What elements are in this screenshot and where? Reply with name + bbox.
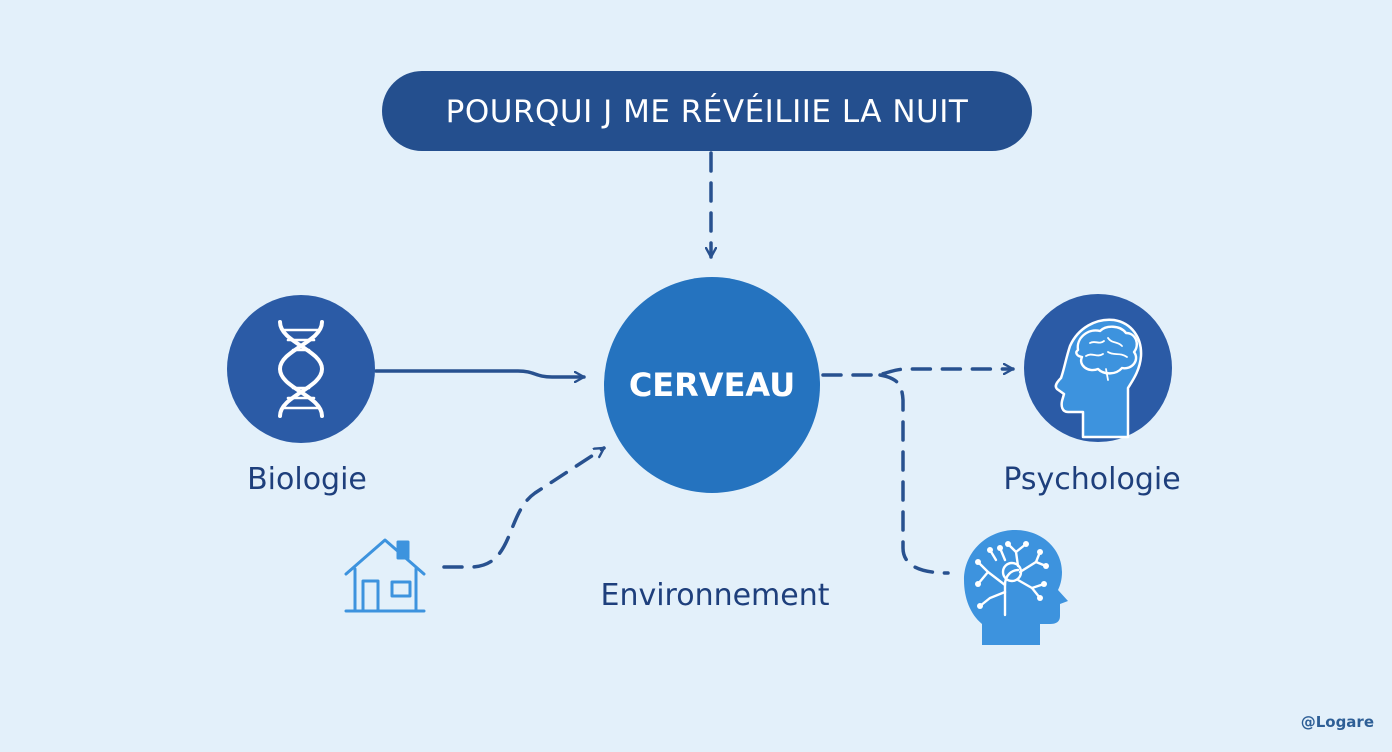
title-text: POURQUI J ME RÉVÉILIIE LA NUIT bbox=[446, 94, 969, 130]
environment-label: Environnement bbox=[600, 578, 829, 613]
neural-tree-head-icon bbox=[964, 530, 1068, 645]
psychology-node: Psychologie bbox=[1003, 294, 1181, 497]
watermark: @Logare bbox=[1301, 713, 1374, 731]
title-banner: POURQUI J ME RÉVÉILIIE LA NUIT bbox=[382, 71, 1032, 151]
connector-brain-to-neural-head bbox=[878, 373, 950, 575]
brain-circle bbox=[604, 277, 820, 493]
neural-head-silhouette bbox=[964, 530, 1068, 645]
connector-environment-to-brain bbox=[442, 446, 606, 569]
connector-biology-to-brain bbox=[374, 369, 586, 377]
title-pill bbox=[382, 71, 1032, 151]
dna-icon bbox=[277, 320, 325, 418]
biology-node: Biologie bbox=[227, 295, 375, 497]
house-icon bbox=[344, 538, 426, 613]
connector-brain-to-psychology bbox=[821, 369, 1015, 377]
biology-label: Biologie bbox=[247, 462, 367, 497]
brain-label: CERVEAU bbox=[629, 366, 795, 404]
brain-head-icon bbox=[1054, 318, 1143, 439]
brain-node: CERVEAU bbox=[604, 277, 820, 493]
biology-circle bbox=[227, 295, 375, 443]
psychology-label: Psychologie bbox=[1003, 462, 1180, 497]
brain-shape bbox=[1075, 325, 1138, 375]
